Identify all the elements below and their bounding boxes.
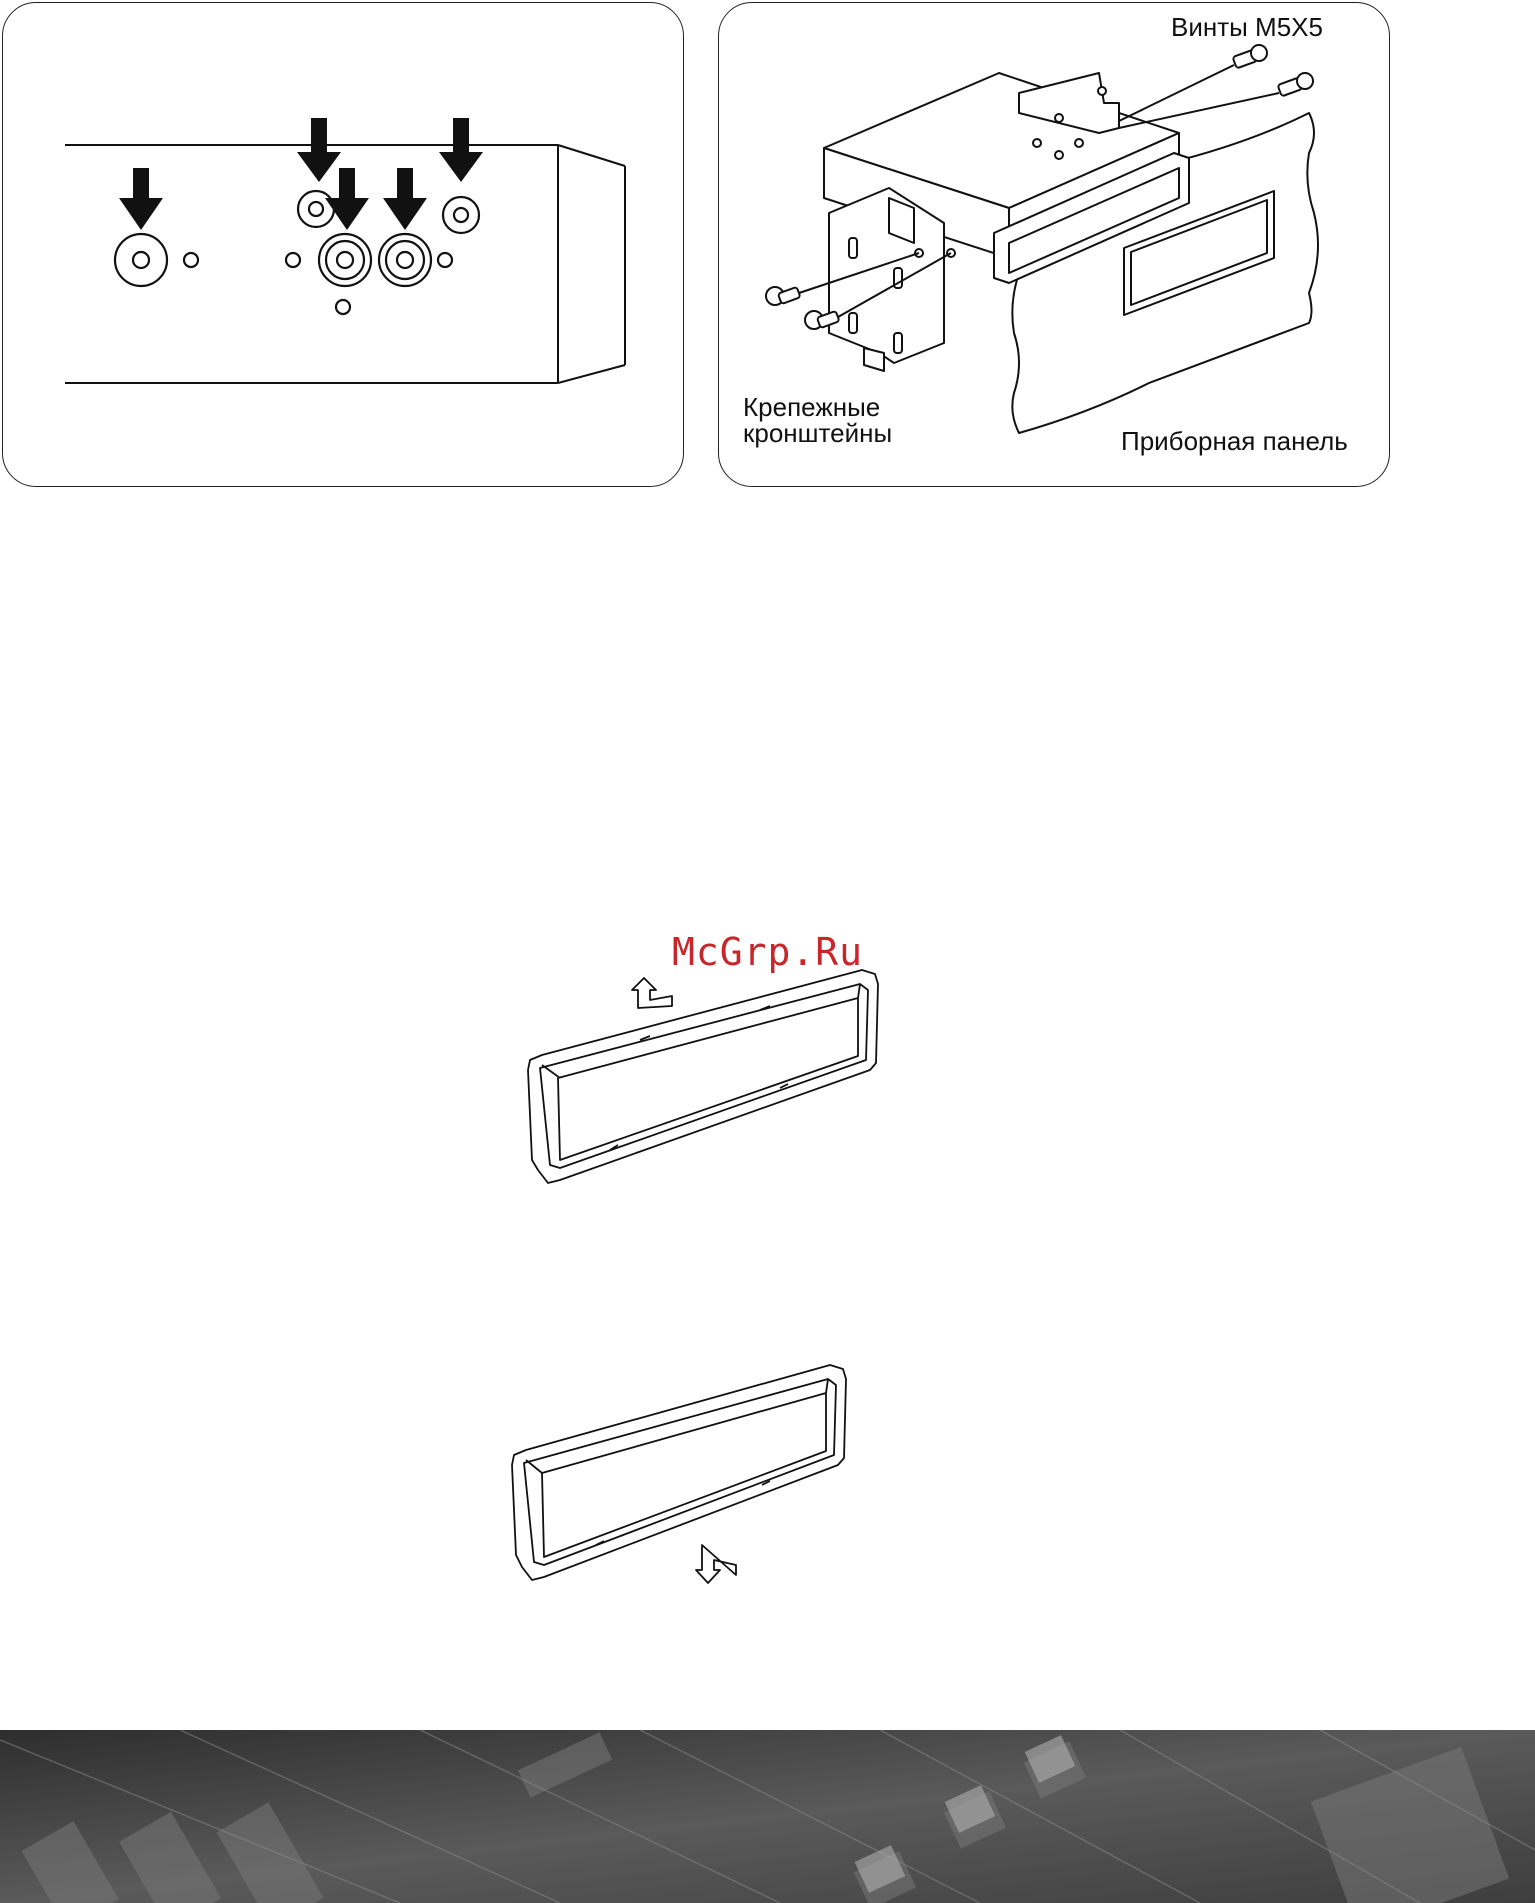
screw-icon [766, 287, 800, 305]
down-arrow-icon [325, 168, 369, 230]
up-arrow-icon [632, 978, 672, 1008]
trim-frame-top-figure [510, 960, 890, 1190]
dashboard-label: Приборная панель [1121, 427, 1348, 455]
small-hole-icon [286, 253, 300, 267]
side-bracket [829, 188, 944, 363]
footer-pattern [0, 1730, 1535, 1903]
hole [1055, 114, 1063, 122]
rca-connector-icon [115, 234, 167, 286]
screws-label: Винты М5Х5 [1171, 13, 1323, 41]
rear-connectors-panel [2, 2, 684, 487]
rca-connector-icon [443, 197, 479, 233]
down-arrow-icon [696, 1545, 736, 1583]
down-arrow-icon [297, 118, 341, 182]
connectors [115, 191, 479, 314]
down-arrow-icon [119, 168, 163, 230]
brackets-label-line1: Крепежные [743, 393, 880, 421]
down-arrow-icon [383, 168, 427, 230]
bracket-installation-panel: Винты М5Х5 Крепежные кронштейны Приборна… [718, 2, 1390, 487]
down-arrow-icon [439, 118, 483, 182]
rear-view-illustration [3, 3, 683, 486]
brackets-label-line2: кронштейны [743, 419, 892, 447]
rca-connector-icon [298, 191, 334, 227]
screw-icon [1278, 73, 1313, 96]
footer-decorative-band [0, 1730, 1535, 1903]
rca-connector-icon [319, 234, 371, 286]
small-hole-icon [438, 253, 452, 267]
trim-frame-bottom-figure [500, 1355, 880, 1595]
rca-connector-icon [379, 234, 431, 286]
small-hole-icon [336, 300, 350, 314]
screw-icon [1233, 45, 1267, 68]
small-hole-icon [184, 253, 198, 267]
